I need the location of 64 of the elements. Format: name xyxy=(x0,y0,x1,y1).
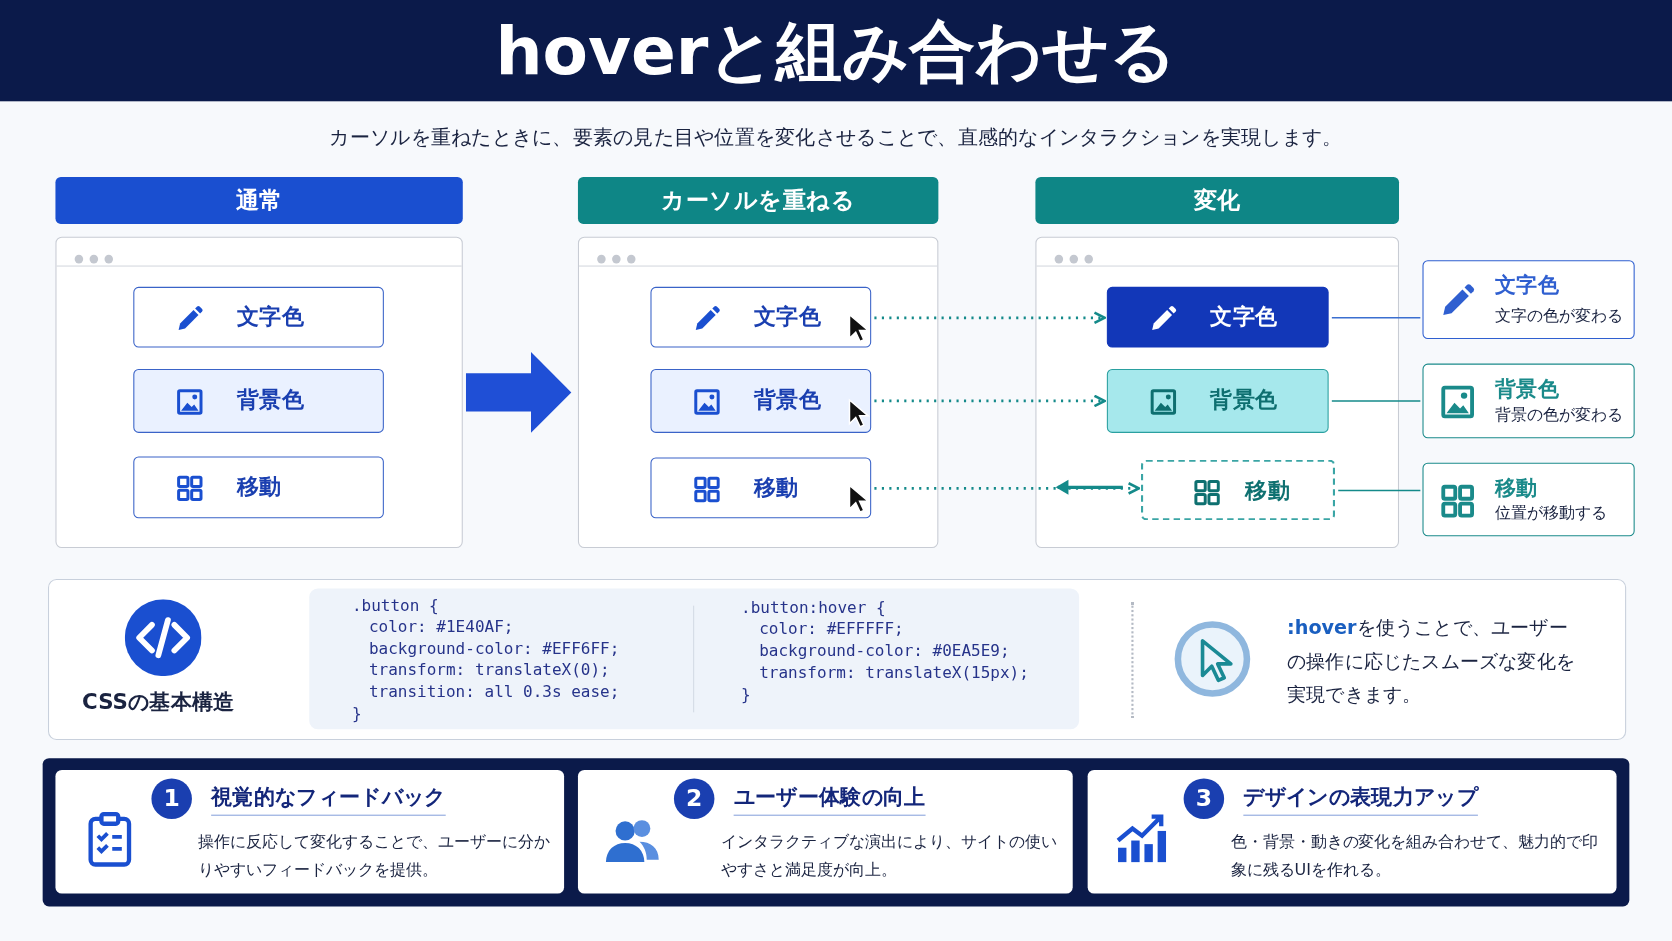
callout-text: 文字の色が変わる xyxy=(1495,306,1623,327)
button-label: 文字色 xyxy=(753,302,822,332)
connector-line xyxy=(1337,489,1422,492)
code-line: transition: all 0.3s ease; xyxy=(368,682,620,702)
code-line: color: #EFFFFF; xyxy=(759,619,904,639)
code-line: .button:hover { xyxy=(741,598,886,618)
code-line: background-color: #EFF6FF; xyxy=(368,638,620,658)
subtitle: カーソルを重ねたときに、要素の見た目や位置を変化させることで、直感的なインタラクションを実現します。 xyxy=(328,123,1344,151)
ui-button xyxy=(650,286,872,348)
button-label: 背景色 xyxy=(236,386,304,415)
button-label: 移動 xyxy=(236,472,282,502)
callout-heading: 移動 xyxy=(1495,473,1538,503)
ui-button xyxy=(1106,286,1329,348)
connector-line xyxy=(1331,400,1422,402)
card-heading: 視覚的なフィードバック xyxy=(211,782,446,816)
callout-card xyxy=(1422,260,1635,340)
card-text: インタラクティブな演出により、サイトの使いやすさと満足度が向上。 xyxy=(720,830,1058,882)
code-line: background-color: #0EA5E9; xyxy=(759,640,1010,661)
ui-button xyxy=(133,286,384,348)
section-caption: CSSの基本構造 xyxy=(82,687,235,717)
note-text: :hoverを使うことで、ユーザーの操作に応じたスムーズな変化を実現できます。 xyxy=(1287,615,1576,707)
button-label: 文字色 xyxy=(1210,302,1278,332)
button-label: 背景色 xyxy=(753,386,822,415)
feature-card xyxy=(1087,769,1617,894)
button-label: 移動 xyxy=(1245,476,1291,506)
code-line: transform: translateX(0); xyxy=(368,660,610,680)
code-line: .button { xyxy=(351,596,439,616)
ui-button xyxy=(1106,368,1329,433)
code-line: transform: translateX(15px); xyxy=(759,663,1029,683)
number-badge: 2 xyxy=(673,778,715,819)
callout-text: 位置が移動する xyxy=(1495,503,1607,524)
callout-card xyxy=(1422,363,1635,439)
feature-card xyxy=(55,769,565,894)
callout-card xyxy=(1422,462,1635,537)
number-badge: 1 xyxy=(151,778,192,819)
dotted-arrow xyxy=(874,394,1106,408)
callout-text: 背景の色が変わる xyxy=(1495,405,1623,426)
ui-button xyxy=(133,368,384,433)
ui-button xyxy=(650,457,872,519)
card-heading: デザインの表現力アップ xyxy=(1243,782,1478,816)
block-arrow xyxy=(466,352,572,433)
column-header: 変化 xyxy=(1035,177,1399,224)
code-line: } xyxy=(351,703,362,723)
button-label: 文字色 xyxy=(236,302,304,332)
callout-heading: 背景色 xyxy=(1495,374,1559,403)
button-label: 移動 xyxy=(753,473,799,503)
code-line: color: #1E40AF; xyxy=(368,617,514,637)
dotted-arrow xyxy=(874,482,1141,495)
dotted-arrow xyxy=(874,311,1106,325)
code-line: } xyxy=(741,684,751,704)
callout-heading: 文字色 xyxy=(1495,270,1559,300)
card-text: 色・背景・動きの変化を組み合わせて、魅力的で印象に残るUIを作れる。 xyxy=(1230,830,1600,882)
card-heading: ユーザー体験の向上 xyxy=(733,782,926,816)
button-label: 背景色 xyxy=(1210,386,1278,415)
ui-button xyxy=(133,456,384,519)
number-badge: 3 xyxy=(1183,778,1225,819)
connector-line xyxy=(1331,316,1422,319)
ui-button xyxy=(650,368,872,433)
column-header: 通常 xyxy=(55,177,463,224)
ui-button xyxy=(1140,459,1336,521)
column-header: カーソルを重ねる xyxy=(577,177,939,224)
page-title: hoverと組み合わせる xyxy=(494,10,1178,92)
feature-card xyxy=(577,769,1073,894)
card-text: 操作に反応して変化することで、ユーザーに分かりやすいフィードバックを提供。 xyxy=(198,830,552,882)
